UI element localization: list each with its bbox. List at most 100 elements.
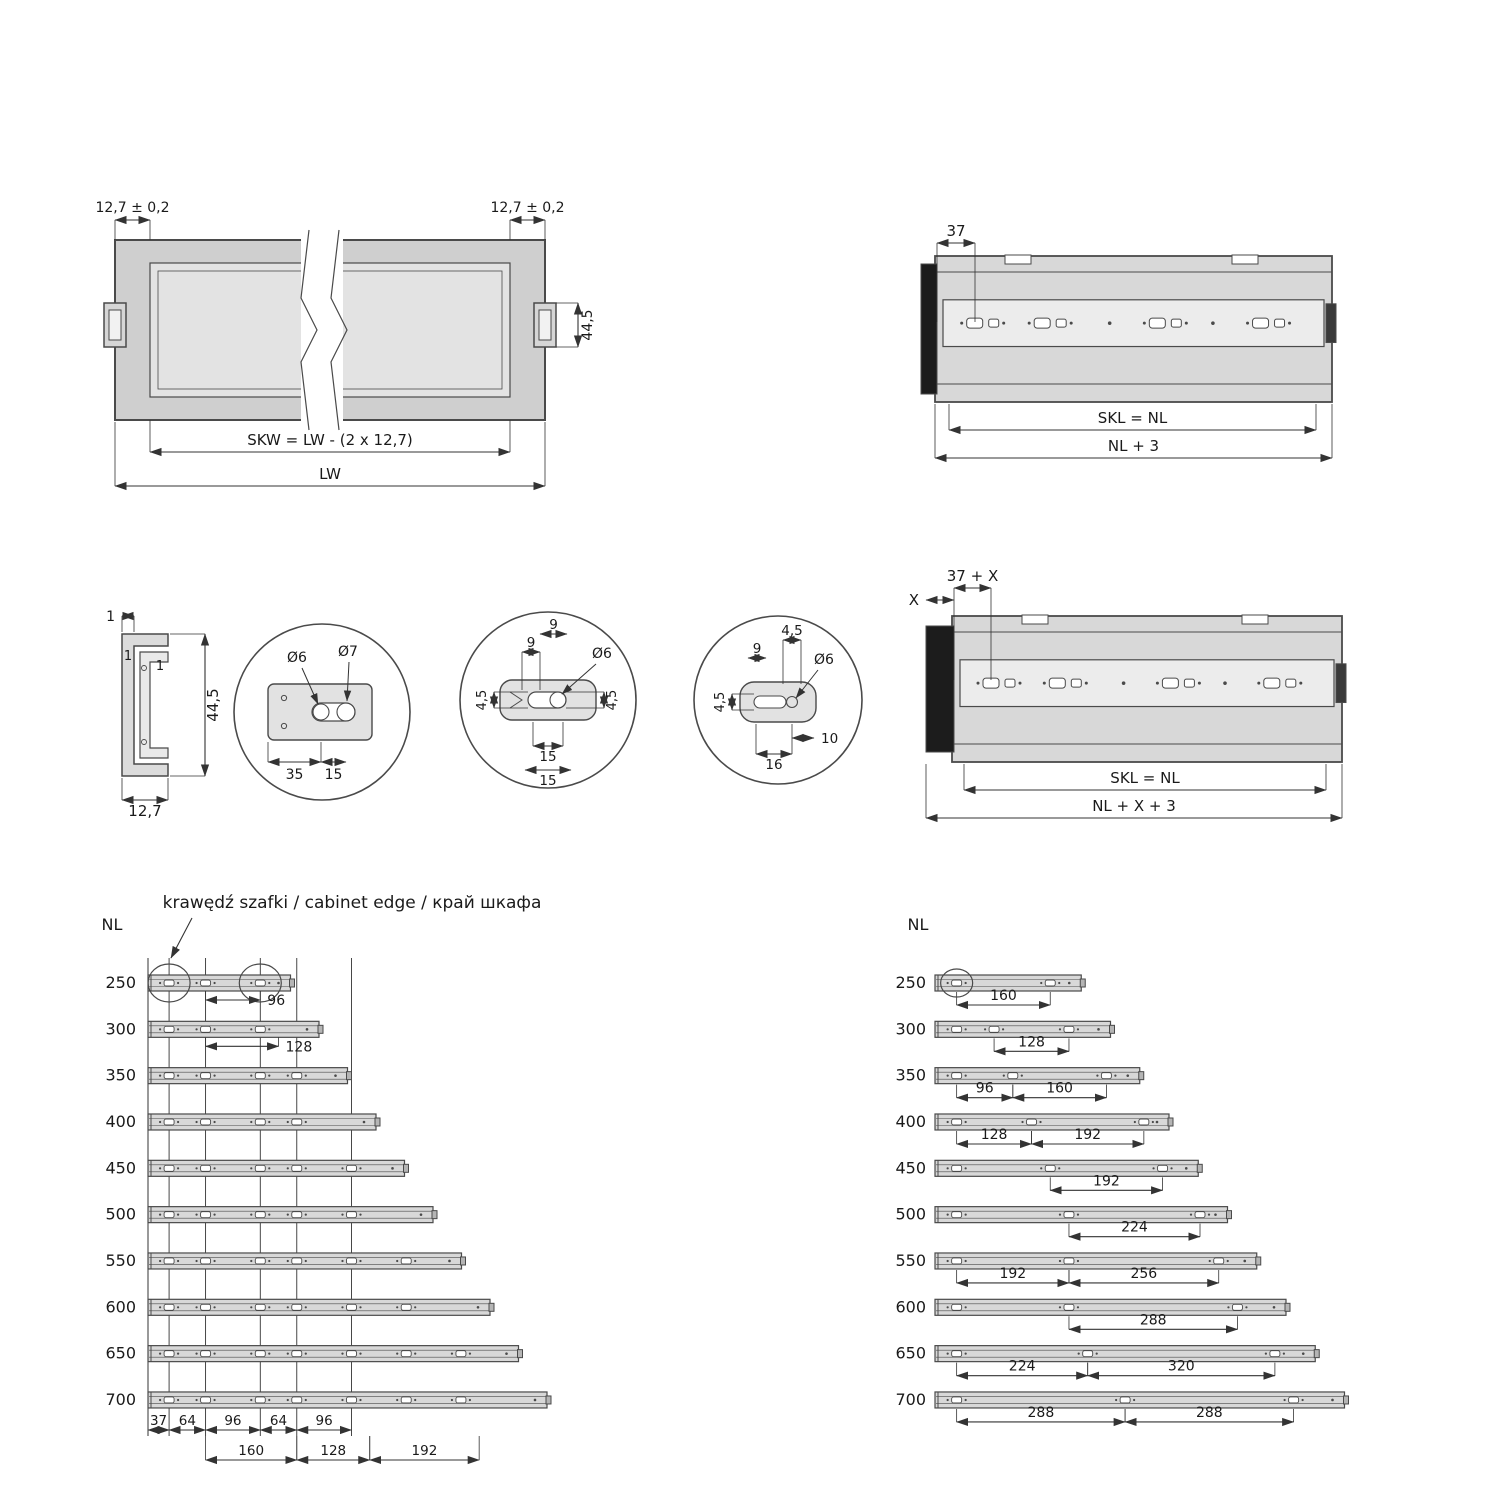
rivet-dot bbox=[946, 1259, 949, 1263]
rivet-dot bbox=[359, 1306, 362, 1309]
hole-slot bbox=[200, 1118, 212, 1126]
dim-label: 192 bbox=[1074, 1127, 1101, 1143]
slot bbox=[753, 695, 787, 709]
mounting-slot bbox=[1263, 677, 1281, 689]
leader-line bbox=[561, 663, 597, 695]
rivet-dot bbox=[158, 981, 162, 985]
rivet-dot bbox=[286, 1398, 289, 1402]
rivet-dot bbox=[195, 981, 198, 985]
rivet-dot bbox=[268, 1352, 271, 1355]
hole-slot bbox=[1138, 1118, 1150, 1126]
rivet-dot bbox=[195, 1167, 198, 1170]
rail-end-tab bbox=[1343, 1395, 1349, 1405]
rivet-dot bbox=[250, 1306, 253, 1309]
rivet-dot bbox=[396, 1306, 399, 1309]
rivet-dot bbox=[1084, 681, 1088, 685]
rivet-dot bbox=[946, 1120, 949, 1124]
dim-label: Ø6 bbox=[287, 650, 307, 666]
chart-rail bbox=[147, 1159, 406, 1177]
front-cap bbox=[920, 263, 938, 395]
hole-slot bbox=[951, 1303, 963, 1311]
rivet-dot bbox=[268, 1306, 271, 1309]
dim-label: 160 bbox=[1046, 1081, 1073, 1097]
dim-label: 10 bbox=[821, 731, 838, 747]
rivet-dot bbox=[476, 1306, 480, 1309]
rivet-dot bbox=[946, 1028, 949, 1031]
break-band bbox=[301, 230, 343, 430]
dim-label: 160 bbox=[238, 1443, 264, 1459]
rivet-dot bbox=[195, 1213, 198, 1216]
rivet-dot bbox=[1133, 1398, 1136, 1402]
rivet-dot bbox=[213, 1259, 216, 1263]
dim-label: 4,5 bbox=[713, 692, 728, 713]
rivet-dot bbox=[1189, 1213, 1193, 1216]
rivet-dot bbox=[1257, 681, 1261, 685]
rivet-dot bbox=[176, 1074, 180, 1077]
rivet-dot bbox=[396, 1398, 399, 1402]
hole-slot bbox=[291, 1072, 303, 1080]
row-length-label: 600 bbox=[105, 1297, 136, 1316]
hole-slot bbox=[291, 1396, 303, 1404]
hole-slot bbox=[291, 1211, 303, 1219]
dim-label: SKW = LW - (2 x 12,7) bbox=[247, 431, 413, 449]
rivet-dot bbox=[359, 1352, 362, 1355]
rail-end-tab bbox=[374, 1117, 381, 1127]
rivet-dot bbox=[268, 1120, 271, 1124]
hole-slot bbox=[254, 1211, 266, 1219]
dim-label: 4,5 bbox=[475, 690, 490, 711]
rivet-dot bbox=[414, 1398, 417, 1402]
row-length-label: 250 bbox=[895, 973, 926, 992]
hole-slot bbox=[254, 1257, 266, 1265]
hole-slot bbox=[163, 1025, 175, 1033]
rail-end-tab bbox=[1196, 1163, 1203, 1173]
rivet-dot bbox=[250, 1120, 253, 1124]
rivet-dot bbox=[1142, 321, 1146, 325]
row-length-label: 350 bbox=[105, 1066, 136, 1085]
hole-slot bbox=[1100, 1072, 1112, 1080]
rivet-dot bbox=[1027, 321, 1031, 325]
rivet-dot bbox=[1227, 1306, 1230, 1309]
hole-slot bbox=[200, 1211, 212, 1219]
rivet-dot bbox=[1067, 981, 1071, 985]
rail-end-tab bbox=[1255, 1256, 1262, 1266]
row-length-label: 650 bbox=[105, 1344, 136, 1363]
rivet-dot bbox=[1223, 681, 1227, 685]
row-length-label: 300 bbox=[105, 1019, 136, 1038]
dim-label: 1 bbox=[106, 609, 115, 625]
dim-label: 9 bbox=[549, 617, 558, 633]
mounting-slot bbox=[1274, 318, 1286, 328]
rivet-dot bbox=[213, 981, 216, 985]
rivet-dot bbox=[268, 1074, 271, 1077]
dim-label: SKL = NL bbox=[1098, 409, 1168, 427]
hole-slot bbox=[163, 1257, 175, 1265]
rivet-dot bbox=[1264, 1352, 1267, 1355]
rivet-dot bbox=[158, 1074, 162, 1077]
rivet-dot bbox=[158, 1028, 162, 1031]
hole-slot bbox=[254, 1303, 266, 1311]
slot bbox=[311, 702, 356, 722]
hole-slot bbox=[163, 1211, 175, 1219]
rivet-dot bbox=[1211, 321, 1215, 325]
rivet-dot bbox=[195, 1352, 198, 1355]
hole-slot bbox=[1063, 1257, 1075, 1265]
rivet-dot bbox=[964, 1028, 967, 1031]
hole-slot bbox=[455, 1396, 467, 1404]
dim-label: 1 bbox=[156, 659, 164, 674]
dim-label: 96 bbox=[224, 1413, 241, 1429]
rivet-dot bbox=[964, 1259, 967, 1263]
rivet-dot bbox=[964, 1120, 967, 1124]
rivet-dot bbox=[1076, 1213, 1080, 1216]
hole-slot bbox=[163, 1072, 175, 1080]
rivet-dot bbox=[268, 1213, 271, 1216]
rivet-dot bbox=[176, 1306, 180, 1309]
rivet-dot bbox=[195, 1120, 198, 1124]
rivet-dot bbox=[964, 1306, 967, 1309]
rivet-dot bbox=[341, 1213, 344, 1216]
dim-label: 12,7 ± 0,2 bbox=[95, 200, 169, 216]
mounting-slot bbox=[1033, 317, 1051, 329]
hole-slot bbox=[951, 1350, 963, 1358]
rivet-dot bbox=[1299, 681, 1303, 685]
rivet-dot bbox=[250, 1167, 253, 1170]
row-length-label: 250 bbox=[105, 973, 136, 992]
hole-slot bbox=[291, 1257, 303, 1265]
